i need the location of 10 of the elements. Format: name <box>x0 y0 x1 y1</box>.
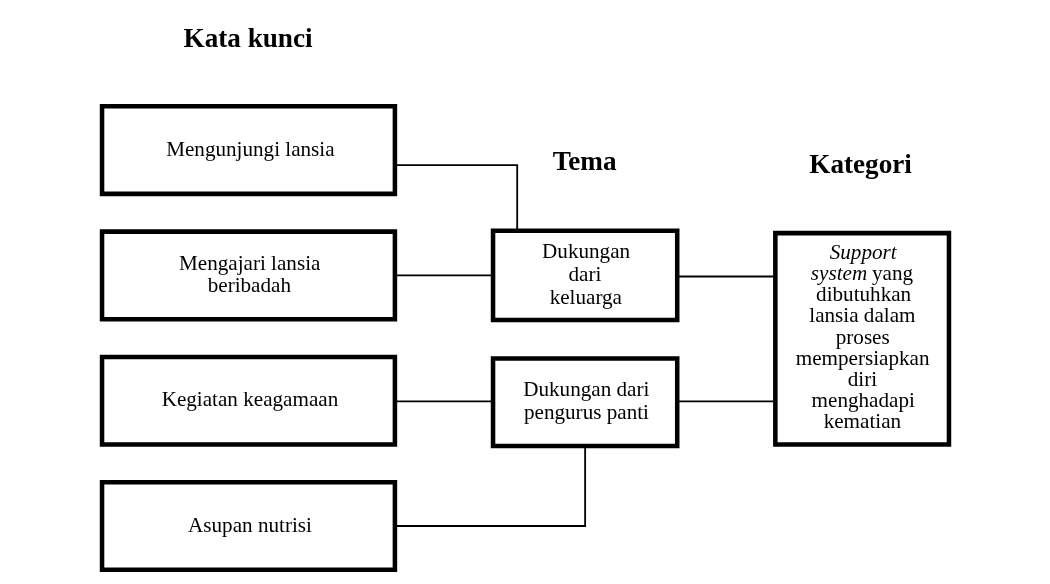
node-box: Kegiatan keagamaan <box>99 354 397 447</box>
label: Kategori <box>808 149 912 180</box>
node-box: Dukungan dari keluarga <box>490 228 679 323</box>
node-box: Dukungan dari pengurus panti <box>490 356 679 449</box>
node-box: Mengajari lansia beribadah <box>99 229 397 322</box>
node-box: Support system yang dibutuhkan lansia dalam proses mempersiapkan diri menghadapi kematian <box>772 230 951 447</box>
node-box: Mengunjungi lansia <box>99 104 397 197</box>
label: Kata kunci <box>183 22 313 53</box>
label: Tema <box>552 146 617 177</box>
node-box: Asupan nutrisi <box>99 479 397 573</box>
